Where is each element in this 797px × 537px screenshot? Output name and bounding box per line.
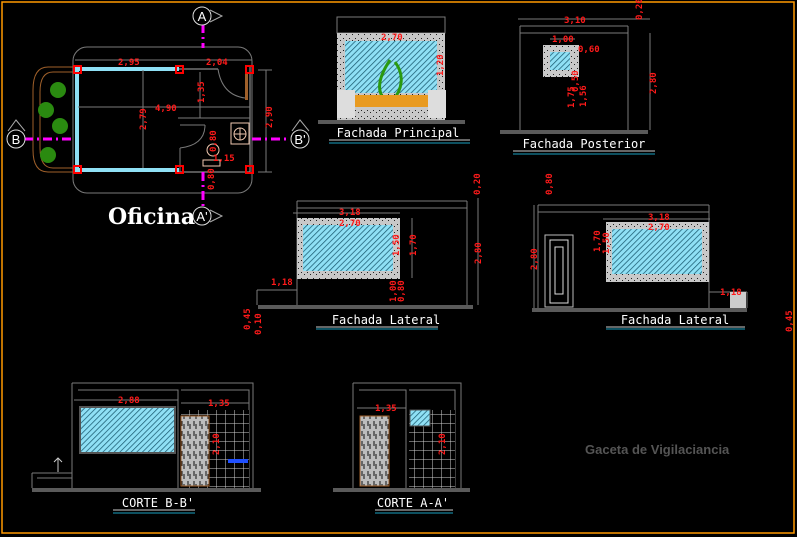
dim-label: 1,70	[593, 230, 603, 252]
dim-label: 1,50	[392, 234, 402, 256]
svg-text:B': B'	[294, 132, 305, 147]
ground-line	[333, 488, 470, 492]
dim-label: 0,80	[545, 173, 555, 195]
dim-label: 3,10	[564, 16, 586, 26]
dim-label: 2,80	[474, 242, 484, 264]
window-glass	[409, 409, 431, 427]
dim-label: 0,60	[578, 45, 600, 55]
window-glass	[303, 225, 393, 271]
window-glass	[79, 406, 176, 454]
dim-label: 0,50	[571, 70, 581, 92]
dim-label: 2,80	[649, 72, 659, 94]
dim-label: 0,80	[397, 280, 407, 302]
view-title: Fachada Principal	[337, 126, 460, 140]
view-title: CORTE B-B'	[122, 496, 194, 510]
fachada-lateral-2: 3,18 2,70 0,80 2,80 1,70 1,50 1,18 0,45 …	[530, 173, 795, 332]
dim-label: 1,35	[375, 404, 397, 414]
dim-label: 0,80	[209, 130, 219, 152]
dim-label: 0,80	[207, 168, 217, 190]
section-marker-a-prime[interactable]: A'	[192, 206, 224, 226]
dim-label: 0,10	[254, 313, 264, 335]
fachada-posterior: 3,10 1,00 0,60 0,20 2,80 1,75 0,50 1,56 …	[500, 0, 659, 155]
roof-outline	[72, 46, 253, 194]
shower-icon	[230, 122, 250, 145]
pot-icon	[337, 90, 355, 118]
toilet-icon	[206, 143, 220, 157]
door	[180, 415, 210, 487]
view-title: Fachada Lateral	[621, 313, 729, 327]
svg-text:B: B	[12, 132, 21, 147]
dim-label: 1,18	[720, 288, 742, 298]
view-title: Fachada Posterior	[523, 137, 646, 151]
dim-label: 2,90	[265, 106, 275, 128]
dim-label: 3,18	[648, 213, 670, 223]
fachada-lateral-1: 3,18 2,70 1,50 1,70 2,80 0,20 1,18 1,00 …	[243, 173, 484, 335]
dim-label: 1,35	[208, 399, 230, 409]
ground-line	[532, 308, 747, 312]
dim-label: 2,04	[206, 58, 228, 68]
dim-label: 1,18	[271, 278, 293, 288]
dim-label: 2,70	[381, 33, 403, 43]
sink-icon	[228, 459, 248, 463]
view-title: Fachada Lateral	[332, 313, 440, 327]
dim-label: 1,50	[602, 232, 612, 254]
wall-cyan	[75, 67, 179, 71]
ground-line	[32, 488, 261, 492]
section-marker-b[interactable]: B	[6, 119, 26, 149]
watermark: Gaceta de Vigilaciancia	[585, 442, 730, 457]
dim-label: 1,20	[436, 54, 446, 76]
dim-label: 2,70	[339, 219, 361, 229]
corte-aa: 1,35 2,10 CORTE A-A'	[333, 382, 470, 514]
dim-label: 1,15	[213, 154, 235, 164]
dim-label: 1,35	[197, 81, 207, 103]
section-marker-a[interactable]: A	[192, 6, 224, 26]
dim-label: 0,20	[635, 0, 645, 20]
section-marker-b-prime[interactable]: B'	[290, 119, 310, 149]
dim-label: 0,20	[473, 173, 483, 195]
dim-label: 1,00	[389, 280, 399, 302]
flowers-icon	[350, 95, 430, 107]
floor-plan: 2,95 2,04 4,90 1,35 2,79 2,90 0,80 0,80 …	[24, 24, 290, 206]
ground-line	[318, 120, 465, 124]
dim-label: 0,45	[243, 308, 253, 330]
dim-label: 1,56	[579, 85, 589, 107]
pot-icon	[428, 90, 446, 118]
plan-title: Oficina	[108, 204, 195, 230]
dim-label: 2,10	[212, 433, 222, 455]
dim-label: 3,18	[339, 208, 361, 218]
ground-line	[500, 130, 648, 134]
dim-label: 0,45	[785, 310, 795, 332]
dim-label: 4,90	[155, 104, 177, 114]
window-glass	[345, 41, 437, 93]
dim-label: 2,79	[139, 108, 149, 130]
plants-icon	[38, 82, 68, 163]
dim-label: 2,88	[118, 396, 140, 406]
dim-label: 2,80	[530, 248, 540, 270]
view-title: CORTE A-A'	[377, 496, 449, 510]
section-line	[24, 24, 290, 206]
dim-label: 1,75	[567, 86, 577, 108]
svg-text:A': A'	[196, 209, 207, 224]
fachada-principal: 2,70 1,20 Fachada Principal	[318, 16, 470, 144]
window-glass	[612, 229, 702, 274]
door	[544, 234, 574, 308]
plant-icon	[53, 457, 63, 472]
planter-box	[730, 292, 746, 308]
dim-label: 2,95	[118, 58, 140, 68]
door	[245, 72, 248, 100]
corte-bb: 2,88 1,35 2,10 CORTE B-B'	[31, 382, 261, 514]
dim-label: 2,70	[648, 223, 670, 233]
door	[359, 415, 390, 487]
window-glass	[550, 52, 570, 70]
dim-label: 2,10	[438, 433, 448, 455]
dim-label: 1,70	[409, 234, 419, 256]
ground-line	[258, 305, 473, 309]
dim-label: 1,00	[552, 35, 574, 45]
planter	[32, 66, 75, 173]
columns	[73, 65, 254, 174]
svg-text:A: A	[198, 9, 207, 24]
